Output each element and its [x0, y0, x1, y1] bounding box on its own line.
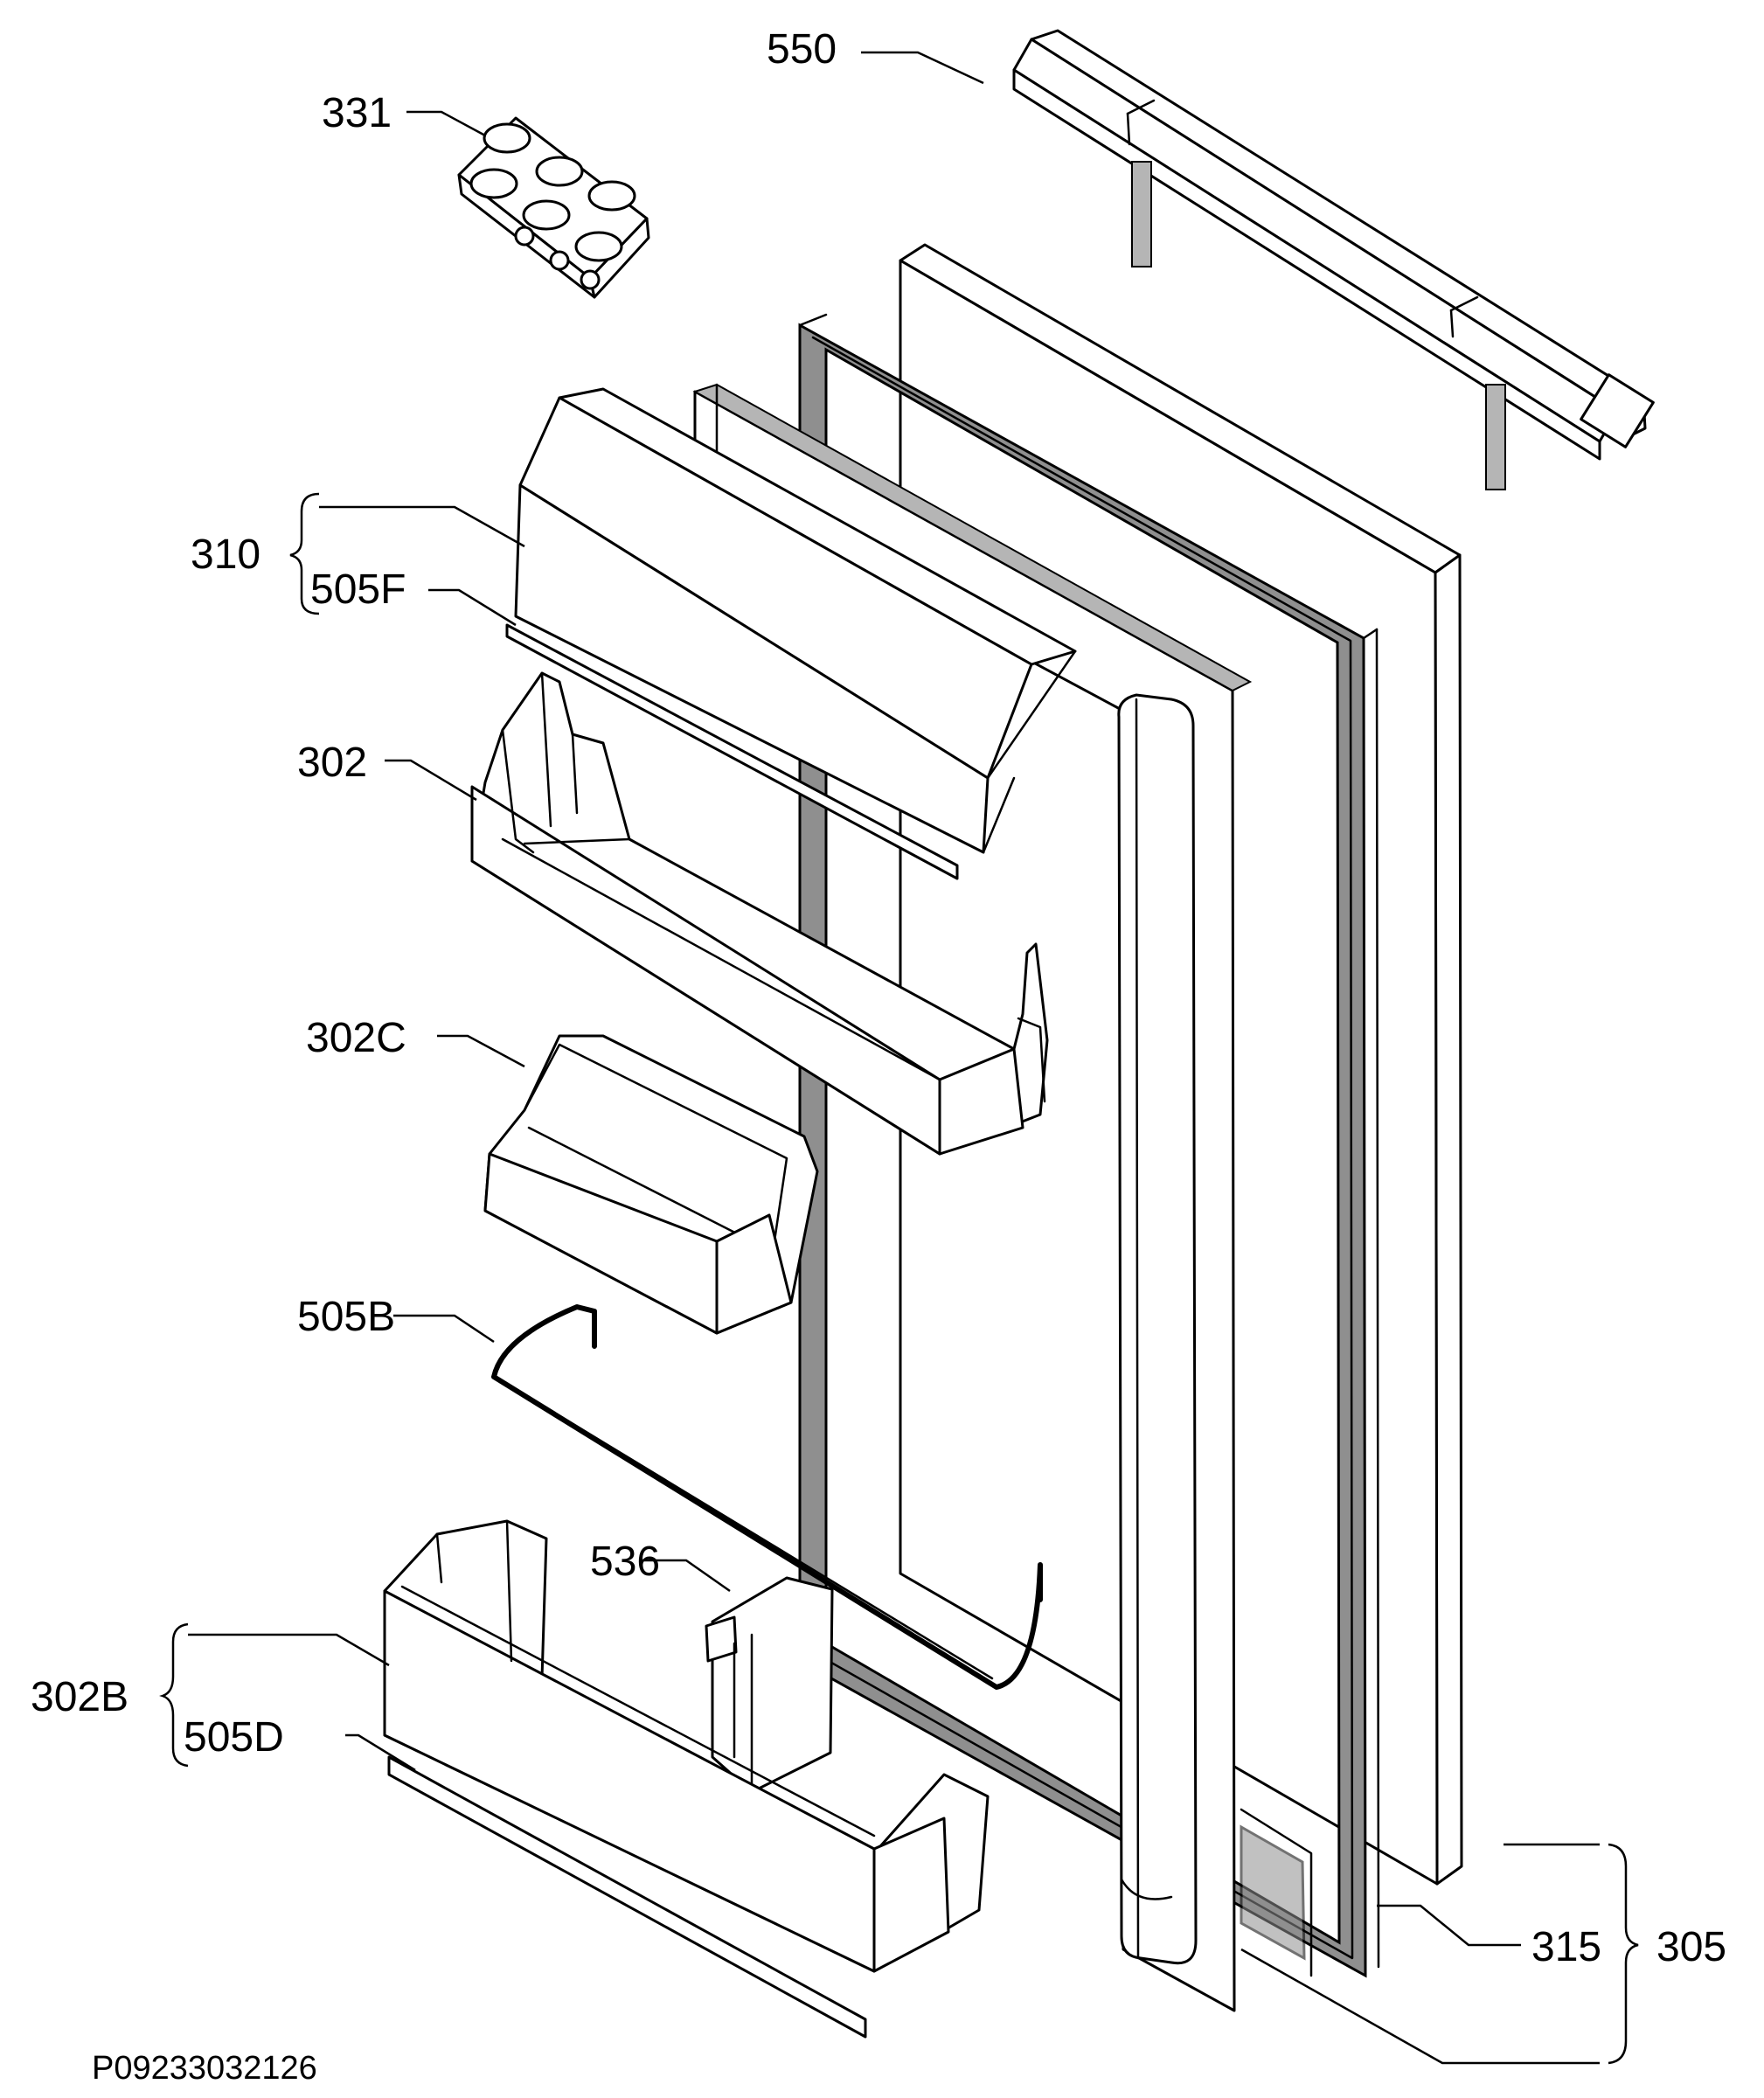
label-310: 310: [191, 531, 260, 578]
top-lidded-shelf: [505, 387, 1077, 880]
door-inner-liner: [692, 383, 1313, 2012]
bottle-divider: [705, 1576, 834, 1794]
door-gasket: [798, 313, 1380, 1978]
large-door-shelf: [470, 671, 1049, 1156]
label-305: 305: [1656, 1924, 1726, 1970]
top-hinge-cover: [1012, 29, 1655, 490]
label-550: 550: [767, 26, 837, 73]
label-505B: 505B: [297, 1294, 395, 1340]
label-505D: 505D: [184, 1714, 284, 1761]
wire-rail: [491, 1304, 1043, 1690]
label-302B: 302B: [31, 1674, 128, 1720]
label-315: 315: [1531, 1924, 1601, 1970]
label-302C: 302C: [306, 1015, 406, 1061]
label-331: 331: [322, 90, 392, 136]
label-505F: 505F: [310, 566, 406, 613]
leader-lines: [159, 51, 1639, 2065]
egg-tray: [457, 116, 650, 299]
callout-labels: 550 331 310 505F 302 302C 505B 536 302B …: [31, 26, 1726, 2087]
drawing-code: P09233032126: [92, 2050, 317, 2087]
label-302: 302: [297, 740, 367, 786]
bottom-bottle-shelf: [383, 1519, 990, 2039]
label-536: 536: [590, 1539, 660, 1585]
small-door-shelf: [483, 1034, 819, 1335]
